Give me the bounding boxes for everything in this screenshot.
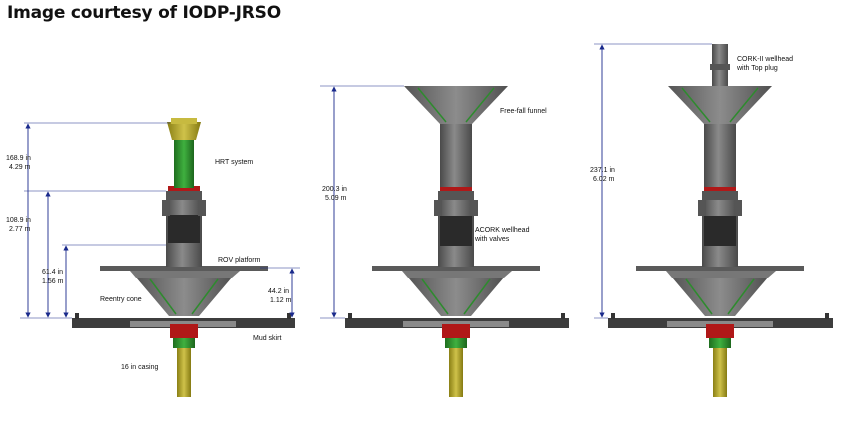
label-free-fall-funnel: Free-fall funnel	[500, 108, 547, 115]
dim-1-in: 200.3 in	[322, 186, 347, 193]
funnel-stem	[440, 124, 472, 187]
rov-platform	[636, 266, 804, 271]
free-fall-funnel	[668, 86, 772, 124]
dimension-lines-2	[320, 85, 404, 319]
label-casing: 16 in casing	[121, 364, 158, 371]
dim-1-m: 6.02 m	[593, 176, 615, 183]
dim-1-m: 4.29 m	[9, 164, 31, 171]
label-acork-wellhead: ACORK wellhead	[475, 227, 530, 234]
dim-1-in: 237.1 in	[590, 167, 615, 174]
hrt-system	[174, 140, 194, 188]
dim-1-in: 168.9 in	[6, 155, 31, 162]
reentry-cone	[136, 277, 232, 316]
dim-4-m: 1.12 m	[270, 297, 292, 304]
dim-2-m: 2.77 m	[9, 226, 31, 233]
base-flange	[170, 324, 198, 338]
label-acork-valves: with valves	[474, 236, 510, 243]
assembly-3-cork-ii: 237.1 in 6.02 m CORK-II wellhead with To…	[590, 43, 833, 397]
hrt-cap	[167, 122, 201, 140]
rov-platform	[372, 266, 540, 271]
red-seal-band	[168, 186, 200, 192]
label-cork-wellhead: CORK-II wellhead	[737, 56, 793, 63]
casing-hanger	[173, 336, 195, 348]
label-reentry-cone: Reentry cone	[100, 296, 142, 303]
dimension-lines-3	[594, 43, 712, 319]
dim-3-m: 1.56 m	[42, 278, 64, 285]
reentry-cone	[672, 277, 768, 316]
dimension-lines-1	[20, 122, 300, 319]
dim-2-in: 108.9 in	[6, 217, 31, 224]
label-hrt-system: HRT system	[215, 159, 253, 166]
casing-pipe	[177, 345, 191, 397]
casing-pipe	[449, 345, 463, 397]
image-caption: Image courtesy of IODP-JRSO	[7, 3, 281, 23]
label-top-plug: with Top plug	[736, 65, 778, 72]
dim-3-in: 61.4 in	[42, 269, 63, 276]
reentry-cone	[408, 277, 504, 316]
free-fall-funnel	[404, 86, 508, 124]
label-mud-skirt: Mud skirt	[253, 335, 281, 342]
rov-platform	[100, 266, 268, 271]
label-rov-platform: ROV platform	[218, 257, 261, 264]
assembly-1-reentry-cone-hrt: 168.9 in 4.29 m 108.9 in 2.77 m 61.4 in …	[6, 118, 300, 397]
dim-1-m: 5.09 m	[325, 195, 347, 202]
assembly-2-acork: 200.3 in 5.09 m Free-fall funnel ACORK w…	[320, 85, 569, 397]
funnel-stem	[704, 124, 736, 187]
casing-pipe	[713, 345, 727, 397]
dim-4-in: 44.2 in	[268, 288, 289, 295]
